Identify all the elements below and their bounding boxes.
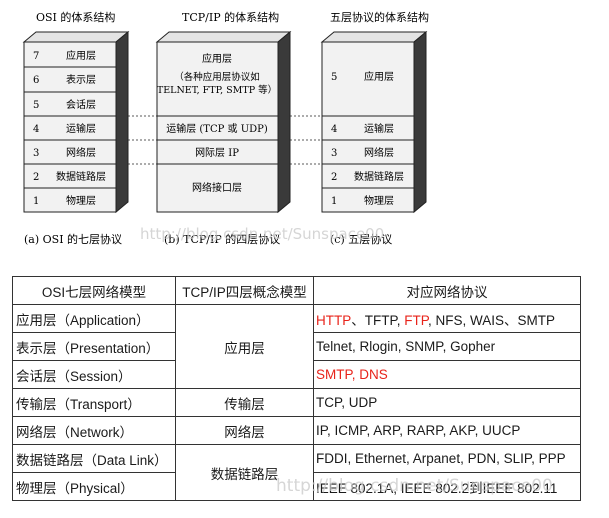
table-row: 传输层（Transport） 传输层 TCP, UDP — [12, 388, 581, 417]
osi-layer-7-number: 7 — [33, 51, 39, 62]
five-layer-header: 五层协议的体系结构 — [330, 10, 429, 24]
five-layer-3-name: 网络层 — [364, 146, 394, 159]
osi-layer-1-number: 1 — [33, 196, 39, 207]
osi-layer-1-name: 物理层 — [66, 194, 96, 207]
protocol-text: 、TFTP, — [351, 312, 405, 328]
diagram-watermark: http://blog.csdn.net/Sunspace00 — [140, 225, 384, 243]
tcpip-application-detail-1: （各种应用层协议如 — [174, 71, 260, 83]
five-layer-1-number: 1 — [331, 196, 337, 207]
protocol-text: IP, ICMP, ARP, RARP, AKP, UUCP — [316, 423, 521, 438]
protocols-column-header: 对应网络协议 — [313, 276, 581, 305]
protocol-architecture-diagram: OSI 的体系结构 TCP/IP 的体系结构 五层协议的体系结构 7 应用层 6… — [22, 10, 429, 246]
osi-layer-3-name: 网络层 — [66, 146, 96, 159]
five-layer-5-number: 5 — [331, 72, 337, 83]
layer-alignment-lines — [128, 115, 322, 165]
table-row: 数据链路层（Data Link） 数据链路层 FDDI, Ethernet, A… — [12, 444, 581, 501]
five-layer-4-name: 运输层 — [364, 122, 394, 135]
osi-layer-4-name: 运输层 — [66, 122, 96, 135]
tcpip-layer-cell: 传输层 — [175, 388, 314, 417]
osi-model-column-header: OSI七层网络模型 — [12, 276, 176, 305]
tcpip-layer-cell: 网络层 — [175, 416, 314, 445]
table-row: 表示层（Presentation） Telnet, Rlogin, SNMP, … — [12, 332, 581, 361]
osi-layer-2-number: 2 — [33, 172, 39, 183]
table-row: 会话层（Session） SMTP, DNS — [12, 360, 581, 389]
five-layer-5-name: 应用层 — [364, 70, 394, 83]
osi-layer-5-number: 5 — [33, 100, 39, 111]
tcpip-transport-layer: 运输层 (TCP 或 UDP) — [166, 122, 268, 135]
osi-stack: 7 应用层 6 表示层 5 会话层 4 运输层 3 网络层 2 数据链路层 1 … — [22, 30, 130, 214]
table-row: 物理层（Physical） IEEE 802.1A, IEEE 802.2到IE… — [12, 472, 581, 501]
osi-layer-2-name: 数据链路层 — [56, 170, 106, 183]
five-layer-3-number: 3 — [331, 148, 337, 159]
protocol-text: IEEE 802.1A, IEEE 802.2到IEEE 802.11 — [316, 480, 558, 496]
osi-layer-cell: 数据链路层（Data Link） — [12, 444, 176, 473]
protocol-text: FDDI, Ethernet, Arpanet, PDN, SLIP, PPP — [316, 451, 566, 466]
five-layer-2-name: 数据链路层 — [354, 170, 404, 183]
protocols-cell: TCP, UDP — [313, 388, 581, 417]
caption-tcpip: (b) TCP/IP 的四层协议 — [164, 232, 280, 246]
tcpip-layer-cell: 数据链路层 — [175, 444, 314, 501]
tcpip-link-layer: 网络接口层 — [192, 181, 242, 194]
protocols-cell: SMTP, DNS — [313, 360, 581, 389]
osi-layer-cell: 会话层（Session） — [12, 360, 176, 389]
osi-layer-cell: 表示层（Presentation） — [12, 332, 176, 361]
protocols-cell: IP, ICMP, ARP, RARP, AKP, UUCP — [313, 416, 581, 445]
osi-layer-4-number: 4 — [33, 124, 39, 135]
osi-layer-7-name: 应用层 — [66, 49, 96, 62]
osi-header: OSI 的体系结构 — [36, 10, 115, 24]
osi-layer-5-name: 会话层 — [66, 98, 96, 111]
caption-osi: (a) OSI 的七层协议 — [24, 232, 122, 246]
table-row: 应用层（Application） 应用层 HTTP、TFTP, FTP, NFS… — [12, 304, 581, 389]
osi-layer-cell: 传输层（Transport） — [12, 388, 176, 417]
five-layer-1-name: 物理层 — [364, 194, 394, 207]
tcpip-application-layer: 应用层 — [202, 52, 232, 65]
five-layer-stack: 5 应用层 4 运输层 3 网络层 2 数据链路层 1 物理层 — [320, 30, 428, 214]
five-layer-2-number: 2 — [331, 172, 337, 183]
osi-layer-6-number: 6 — [33, 75, 39, 86]
protocols-cell: HTTP、TFTP, FTP, NFS, WAIS、SMTP — [313, 304, 581, 333]
protocol-http: HTTP — [316, 312, 352, 328]
protocol-ftp: FTP — [404, 312, 429, 328]
table-header-row: OSI七层网络模型 TCP/IP四层概念模型 对应网络协议 — [12, 276, 581, 305]
osi-layer-cell: 应用层（Application） — [12, 304, 176, 333]
tcpip-stack: 应用层 （各种应用层协议如 TELNET, FTP, SMTP 等） 运输层 (… — [155, 30, 292, 214]
protocol-text: TCP, UDP — [316, 395, 378, 410]
table-row: 网络层（Network） 网络层 IP, ICMP, ARP, RARP, AK… — [12, 416, 581, 445]
osi-layer-6-name: 表示层 — [66, 73, 96, 86]
five-layer-4-number: 4 — [331, 124, 337, 135]
tcpip-header: TCP/IP 的体系结构 — [182, 10, 279, 24]
tcpip-application-detail-2: TELNET, FTP, SMTP 等） — [157, 84, 277, 96]
osi-layer-cell: 网络层（Network） — [12, 416, 176, 445]
table-watermark: http://blog.csdn.net/Sunspace00 — [276, 476, 553, 496]
protocol-text: Telnet, Rlogin, SNMP, Gopher — [316, 339, 496, 354]
protocols-cell: Telnet, Rlogin, SNMP, Gopher — [313, 332, 581, 361]
osi-layer-3-number: 3 — [33, 148, 39, 159]
tcpip-layer-cell: 应用层 — [175, 304, 314, 389]
tcpip-internet-layer: 网际层 IP — [195, 147, 239, 159]
protocols-cell: IEEE 802.1A, IEEE 802.2到IEEE 802.11 — [313, 472, 581, 501]
caption-five-layer: (c) 五层协议 — [330, 232, 392, 246]
osi-layer-cell: 物理层（Physical） — [12, 472, 176, 501]
protocols-cell: FDDI, Ethernet, Arpanet, PDN, SLIP, PPP — [313, 444, 581, 473]
tcpip-model-column-header: TCP/IP四层概念模型 — [175, 276, 314, 305]
protocol-smtp-dns: SMTP, DNS — [316, 367, 388, 382]
protocol-mapping-table: OSI七层网络模型 TCP/IP四层概念模型 对应网络协议 应用层（Applic… — [12, 276, 581, 501]
protocol-text: , NFS, WAIS、SMTP — [428, 312, 556, 328]
